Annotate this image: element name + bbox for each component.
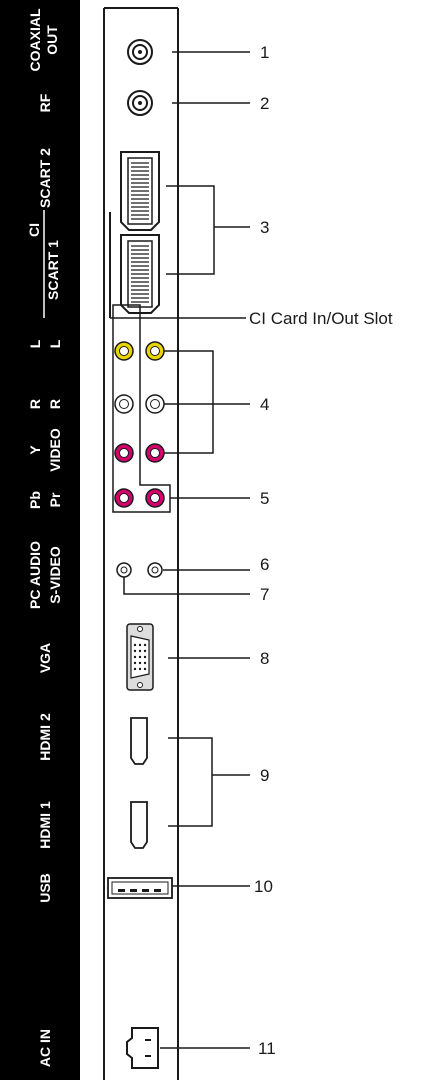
- vga-pin: [133, 667, 137, 671]
- callout-4: 4: [260, 395, 269, 414]
- callout-1: 1: [260, 43, 269, 62]
- vga-pin: [133, 655, 137, 659]
- callout-3: 3: [260, 218, 269, 237]
- vga-pin: [143, 649, 147, 653]
- pc-audio-jack-icon: [116, 562, 132, 578]
- callout-8: 8: [260, 649, 269, 668]
- label-scart1: SCART 1: [45, 240, 61, 300]
- rca-jack-icon-l-left: [114, 341, 134, 361]
- hdmi1-port-icon: [130, 801, 148, 849]
- vga-pin: [138, 661, 142, 665]
- callout-10: 10: [254, 877, 273, 896]
- label-pr: Pr: [47, 492, 63, 507]
- label-coaxial: COAXIAL: [27, 8, 43, 71]
- vga-pin: [133, 643, 137, 647]
- label-vga: VGA: [37, 643, 53, 673]
- rca-jack-icon-pbpr-right: [145, 488, 165, 508]
- rca-jack-icon-video-left: [114, 443, 134, 463]
- label-video: VIDEO: [47, 428, 63, 472]
- vga-pin: [133, 649, 137, 653]
- callout-7: 7: [260, 585, 269, 604]
- usb-port-icon: [107, 877, 173, 899]
- rca-bracket: [112, 304, 171, 513]
- vga-pin: [143, 661, 147, 665]
- ac-inlet-icon: [126, 1027, 159, 1069]
- rf-jack-icon: [127, 90, 153, 116]
- label-l-2: L: [47, 339, 63, 348]
- callout-6: 6: [260, 555, 269, 574]
- scart1-connector-icon: [120, 234, 160, 314]
- vga-connector-icon: [126, 623, 154, 691]
- callout-9: 9: [260, 766, 269, 785]
- label-r-2: R: [47, 399, 63, 409]
- label-s-video: S-VIDEO: [47, 546, 63, 604]
- rca-jack-icon-r-left: [114, 394, 134, 414]
- label-l-1: L: [27, 339, 43, 348]
- callout-5: 5: [260, 489, 269, 508]
- label-usb: USB: [37, 873, 53, 903]
- vga-pin: [143, 643, 147, 647]
- label-ci: CI: [26, 223, 42, 237]
- vga-pin: [138, 649, 142, 653]
- leader-3: [166, 185, 250, 275]
- callouts: 1 2 3 CI Card In/Out Slot 4 5 6 7 8 9 10…: [249, 43, 393, 1058]
- coaxial-jack-icon: [127, 39, 153, 65]
- label-hdmi1: HDMI 1: [37, 801, 53, 849]
- vga-pin: [138, 643, 142, 647]
- label-out: OUT: [44, 25, 60, 55]
- s-video-jack-icon: [147, 562, 163, 578]
- side-labels: COAXIAL OUT RF SCART 2 CI SCART 1 L L R …: [26, 8, 63, 1067]
- vga-pin: [143, 655, 147, 659]
- scart2-connector-icon: [120, 151, 160, 231]
- rca-jack-icon-r-right: [145, 394, 165, 414]
- callout-11: 11: [258, 1039, 276, 1058]
- vga-pin: [133, 661, 137, 665]
- label-ac-in: AC IN: [37, 1029, 53, 1067]
- leader-lines: [110, 51, 250, 1049]
- callout-ci-slot: CI Card In/Out Slot: [249, 309, 393, 328]
- label-y: Y: [27, 445, 43, 455]
- hdmi2-port-icon: [130, 717, 148, 765]
- callout-2: 2: [260, 94, 269, 113]
- label-scart2: SCART 2: [37, 148, 53, 208]
- rca-jack-icon-l-right: [145, 341, 165, 361]
- vga-pin: [143, 667, 147, 671]
- rca-jack-icon-video-right: [145, 443, 165, 463]
- rca-jack-icon-pbpr-left: [114, 488, 134, 508]
- label-pc-audio: PC AUDIO: [27, 541, 43, 609]
- leader-9: [168, 737, 250, 827]
- label-rf: RF: [37, 93, 53, 112]
- leader-4: [164, 350, 250, 454]
- leader-7: [123, 577, 250, 595]
- label-r-1: R: [27, 399, 43, 409]
- label-hdmi2: HDMI 2: [37, 713, 53, 761]
- vga-pin: [138, 655, 142, 659]
- vga-pin: [138, 667, 142, 671]
- label-strip: [0, 0, 80, 1080]
- label-pb: Pb: [27, 491, 43, 509]
